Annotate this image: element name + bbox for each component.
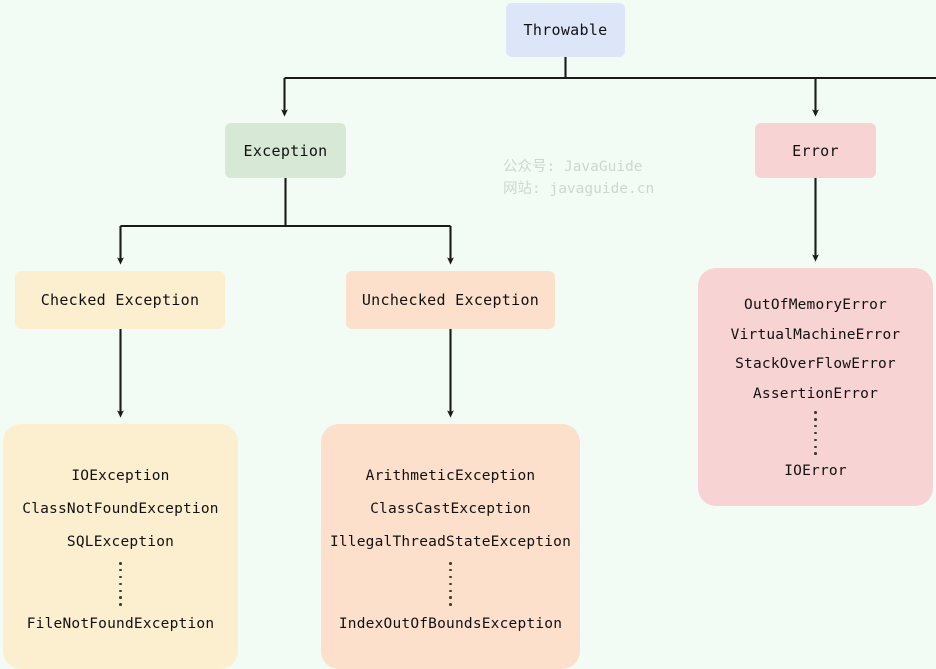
list-item: OutOfMemoryError xyxy=(744,297,887,314)
vertical-ellipsis xyxy=(814,409,817,457)
list-item: StackOverFlowError xyxy=(735,356,896,373)
list-item: SQLException xyxy=(66,534,175,551)
node-exception-label: Exception xyxy=(243,141,328,160)
list-item: ClassNotFoundException xyxy=(22,501,219,518)
node-error-label: Error xyxy=(792,141,839,160)
list-item: ClassCastException xyxy=(370,501,531,518)
node-throwable-label: Throwable xyxy=(523,21,608,39)
list-item: IOException xyxy=(71,467,170,484)
node-exception[interactable]: Exception xyxy=(225,123,346,178)
list-item: IndexOutOfBoundsException xyxy=(338,615,563,632)
list-item: IllegalThreadStateException xyxy=(329,534,572,551)
vertical-ellipsis xyxy=(449,560,452,608)
node-unchecked-exception[interactable]: Unchecked Exception xyxy=(346,271,555,329)
watermark-line-2: 网站: javaguide.cn xyxy=(503,180,655,197)
node-throwable[interactable]: Throwable xyxy=(506,3,625,57)
node-checked-exception-label: Checked Exception xyxy=(40,291,200,309)
list-item: FileNotFoundException xyxy=(26,615,215,632)
list-item: ArithmeticException xyxy=(365,467,536,484)
watermark: 公众号: JavaGuide 网站: javaguide.cn xyxy=(503,157,654,201)
list-item: IOError xyxy=(784,463,847,480)
vertical-ellipsis xyxy=(119,560,122,608)
node-unchecked-exception-label: Unchecked Exception xyxy=(361,291,540,309)
list-item: AssertionError xyxy=(752,385,879,402)
node-error[interactable]: Error xyxy=(755,123,876,178)
list-item: VirtualMachineError xyxy=(730,326,901,343)
node-checked-exception[interactable]: Checked Exception xyxy=(15,271,225,329)
watermark-line-1: 公众号: JavaGuide xyxy=(503,159,643,175)
